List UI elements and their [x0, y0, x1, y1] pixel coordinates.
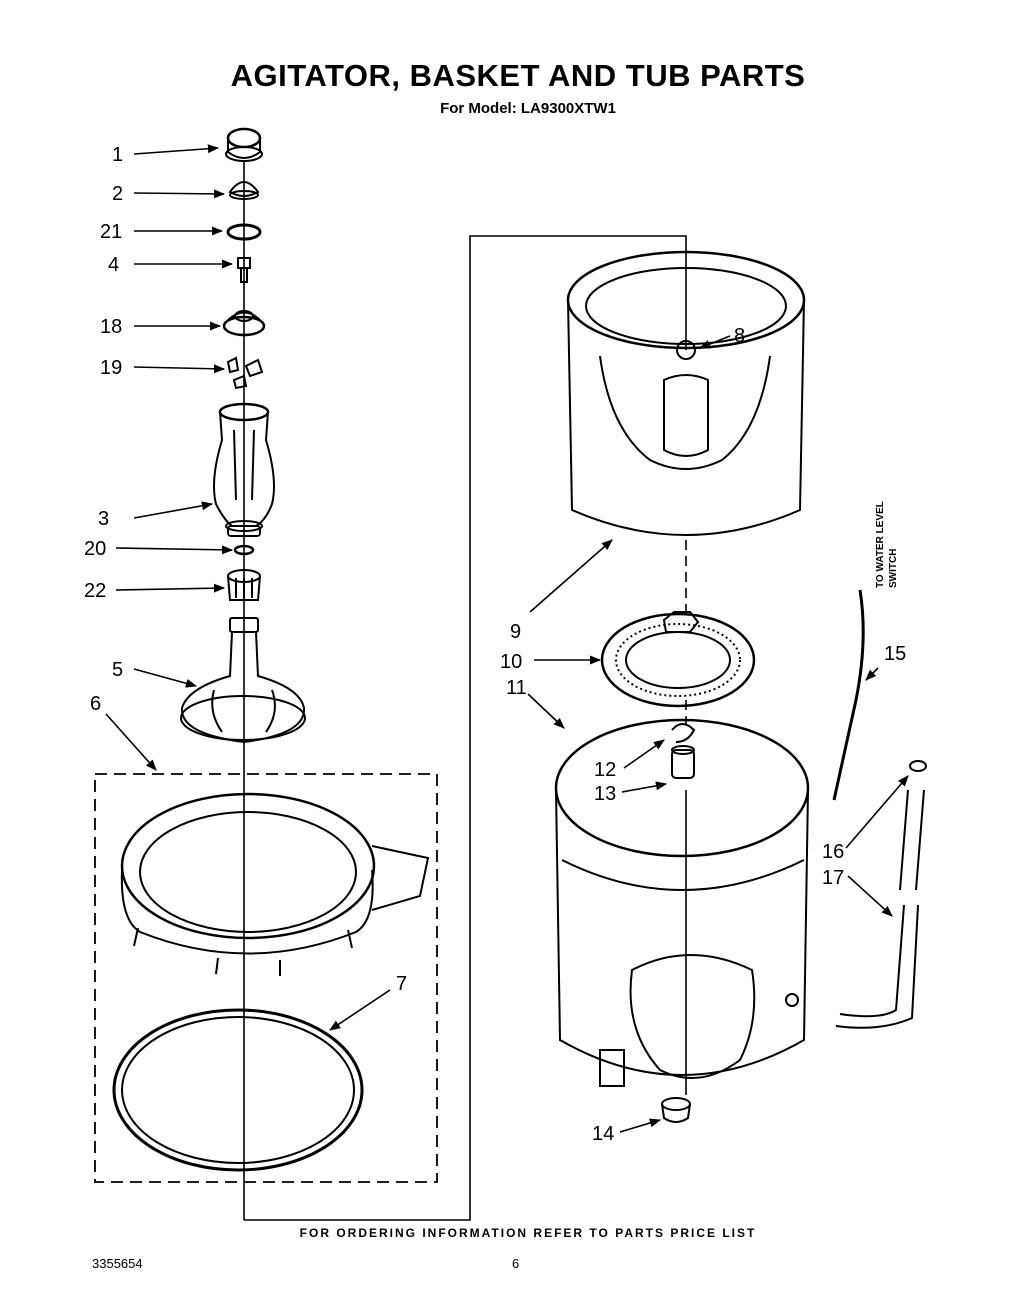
- part-14-plug: [661, 1097, 691, 1123]
- callout-10: 10: [500, 651, 522, 673]
- page-number: 6: [512, 1256, 520, 1271]
- callout-11: 11: [506, 677, 527, 699]
- part-19-dogs: [226, 356, 264, 390]
- leader-lines: [105, 144, 909, 1133]
- part-22-drive-bell: [227, 569, 261, 601]
- callout-21: 21: [100, 221, 122, 243]
- part-3-barrel: [213, 402, 275, 537]
- callout-3: 3: [98, 508, 109, 530]
- part-17-hose: [835, 789, 925, 1029]
- part-6-group-box: [94, 773, 438, 1183]
- callout-5: 5: [112, 659, 123, 681]
- callout-2: 2: [112, 183, 123, 205]
- callout-15: 15: [884, 643, 906, 665]
- part-9-basket: [566, 250, 806, 536]
- part-11-outer-tub: [554, 718, 810, 1087]
- callout-labels: 1 2 21 4 18 19 3 20 22 5 6 7 8 9 10 11 1…: [84, 144, 906, 1145]
- part-7-seal-ring: [112, 1008, 364, 1172]
- model-subtitle: For Model: LA9300XTW1: [440, 100, 616, 117]
- callout-18: 18: [100, 316, 122, 338]
- callout-12: 12: [594, 759, 616, 781]
- part-18-ratchet: [222, 310, 266, 337]
- part-6-tub-ring: [120, 792, 430, 976]
- callout-8: 8: [734, 325, 745, 347]
- callout-16: 16: [822, 841, 844, 863]
- water-level-note: TO WATER LEVEL SWITCH: [874, 468, 906, 588]
- water-level-note-line2: SWITCH: [888, 548, 899, 588]
- callout-4: 4: [108, 254, 119, 276]
- callout-6: 6: [90, 693, 101, 715]
- callout-19: 19: [100, 357, 122, 379]
- page-title: AGITATOR, BASKET AND TUB PARTS: [230, 58, 806, 93]
- part-15-hose: [832, 589, 865, 801]
- part-20-washer: [233, 544, 255, 556]
- callout-14: 14: [592, 1123, 614, 1145]
- part-1-cap: [225, 127, 263, 162]
- part-5-agitator-base: [180, 617, 306, 744]
- assembly-connector-line: [244, 235, 687, 1221]
- callout-22: 22: [84, 580, 106, 602]
- part-2-clip: [228, 181, 260, 200]
- part-21-ring: [226, 223, 262, 241]
- callout-7: 7: [396, 973, 407, 995]
- callout-9: 9: [510, 621, 521, 643]
- part-16-clamp: [909, 760, 927, 772]
- ordering-footer: FOR ORDERING INFORMATION REFER TO PARTS …: [299, 1226, 757, 1240]
- callout-17: 17: [822, 867, 844, 889]
- callout-13: 13: [594, 783, 616, 805]
- part-10-drive-ring: [600, 611, 756, 708]
- part-12-clip: [671, 723, 696, 743]
- part-13-bushing: [671, 745, 695, 779]
- callout-20: 20: [84, 538, 106, 560]
- part-4-bolt: [237, 257, 251, 283]
- document-number: 3355654: [92, 1256, 143, 1271]
- callout-1: 1: [112, 144, 123, 166]
- water-level-note-line1: TO WATER LEVEL: [875, 501, 886, 588]
